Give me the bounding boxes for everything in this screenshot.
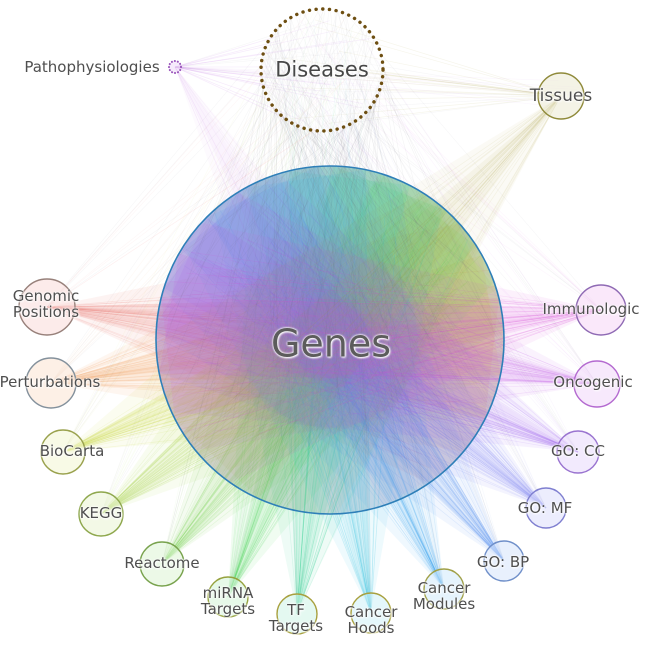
edge-bundle-oncogenic — [155, 16, 598, 451]
node-reactome[interactable] — [139, 541, 185, 587]
node-go-cc[interactable] — [556, 430, 600, 474]
edge-bundle-biocarta — [62, 11, 505, 453]
node-cancer-hoods[interactable] — [350, 592, 392, 634]
node-genomic-positions[interactable] — [18, 278, 76, 336]
node-perturbations[interactable] — [25, 357, 77, 409]
node-biocarta[interactable] — [40, 429, 86, 475]
node-mirna-targets[interactable] — [207, 576, 249, 618]
edge-bundle-diseases — [46, 8, 602, 615]
edge-bundle-cancer-hoods — [183, 20, 443, 614]
node-go-mf[interactable] — [525, 487, 567, 529]
edge-bundle-genomic-positions — [46, 11, 504, 484]
edge-bundle-pathophysiologies — [174, 20, 580, 506]
edge-bundle-cancer-modules — [163, 24, 445, 590]
node-immunologic[interactable] — [575, 284, 627, 336]
node-cancer-modules[interactable] — [423, 568, 465, 610]
edge-bundle-go-mf — [155, 26, 547, 509]
node-tissues[interactable] — [537, 72, 585, 120]
edge-bundle-perturbations — [50, 19, 505, 452]
edge-bundle-kegg — [100, 12, 504, 515]
center-disc-base — [156, 166, 504, 514]
node-oncogenic[interactable] — [573, 360, 621, 408]
edge-bundle-immunologic — [155, 25, 602, 483]
node-diseases[interactable] — [259, 7, 385, 133]
node-pathophysiologies[interactable] — [168, 60, 182, 74]
edge-bundle-go-bp — [156, 41, 505, 562]
edge-bundle-tissues — [156, 19, 562, 514]
edge-bundle-go-cc — [155, 55, 579, 453]
edge-bundle-reactome — [161, 37, 504, 565]
node-go-bp[interactable] — [483, 540, 525, 582]
edge-bundle-mirna-targets — [227, 16, 494, 598]
nodes-layer — [18, 7, 627, 635]
node-kegg[interactable] — [78, 491, 124, 537]
node-genes[interactable] — [155, 165, 505, 515]
edge-bundles-layer — [46, 8, 602, 615]
edge-bundle-tf-targets — [213, 31, 474, 615]
node-tf-targets[interactable] — [276, 593, 318, 635]
